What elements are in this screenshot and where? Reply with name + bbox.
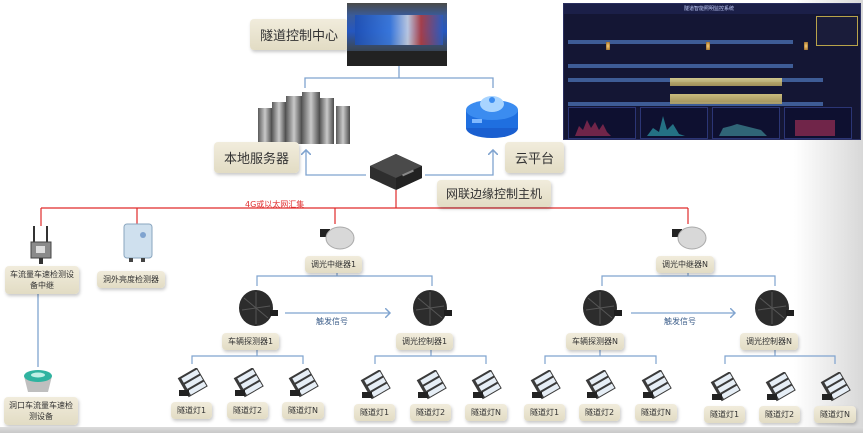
tunnel-light-label: 隧道灯1 — [171, 402, 213, 419]
dashboard-title: 隧道智能照明监控系统 — [683, 6, 734, 12]
control-center-photo — [347, 3, 447, 66]
tunnel-light-icon — [528, 369, 562, 408]
network-bus — [40, 190, 689, 226]
edge-to-cloud-line — [425, 150, 493, 176]
tunnel-light-icon — [639, 369, 673, 408]
tunnel-light-label: 隧道灯2 — [410, 404, 452, 421]
traffic-relay-label: 车流量车速检测设备中继 — [5, 266, 79, 294]
tunnel-light-icon — [231, 367, 265, 406]
ground-detector-icon — [24, 370, 52, 392]
tunnel-light-label: 隧道灯N — [814, 406, 856, 423]
dimming-controller-icon — [755, 290, 794, 326]
control-center-bracket — [304, 66, 494, 88]
tunnel-light-icon — [708, 371, 742, 410]
edge-host-icon — [370, 154, 422, 190]
server-rack-icon — [258, 92, 350, 144]
monitoring-dashboard-image: 隧道智能照明监控系统 — [563, 3, 861, 140]
light-sensor-box-icon — [123, 223, 153, 262]
tunnel-light-icon — [414, 369, 448, 408]
dimming-repeater-icon — [320, 226, 355, 250]
tunnel-light-icon — [286, 367, 320, 406]
trigger-signal-label: 触发信号 — [664, 317, 696, 326]
tunnel-light-label: 隧道灯N — [635, 404, 677, 421]
tunnel-light-icon — [469, 369, 503, 408]
tunnel-light-icon — [583, 369, 617, 408]
network-label: 4G或以太网汇集 — [245, 200, 305, 209]
tunnel-light-label: 隧道灯1 — [354, 404, 396, 421]
tunnel-light-label: 隧道灯N — [282, 402, 324, 419]
tunnel-light-label: 隧道灯2 — [579, 404, 621, 421]
vehicle-detector-n-label: 车辆探测器N — [566, 333, 624, 350]
repeater-n-label: 调光中继器N — [656, 256, 714, 273]
tunnel-light-label: 隧道灯1 — [704, 406, 746, 423]
vehicle-detector-1-label: 车辆探测器1 — [222, 333, 280, 350]
trigger-signal-label: 触发信号 — [316, 317, 348, 326]
dimming-controller-1-label: 调光控制器1 — [396, 333, 454, 350]
control-center-label: 隧道控制中心 — [250, 19, 349, 50]
repeater-1-label: 调光中继器1 — [305, 256, 363, 273]
tunnel-light-label: 隧道灯2 — [759, 406, 801, 423]
antenna-relay-icon — [30, 226, 52, 264]
tunnel-light-label: 隧道灯N — [465, 404, 507, 421]
dimming-repeater-icon — [672, 226, 707, 250]
local-server-label: 本地服务器 — [214, 142, 300, 173]
vehicle-detector-icon — [583, 290, 622, 326]
portal-traffic-detector-label: 洞口车流量车速检测设备 — [4, 397, 78, 425]
dimming-controller-n-label: 调光控制器N — [740, 333, 798, 350]
edge-host-label: 网联边缘控制主机 — [437, 180, 552, 207]
tunnel-light-icon — [358, 369, 392, 408]
cloud-platform-label: 云平台 — [505, 142, 565, 173]
outdoor-light-sensor-label: 洞外亮度检测器 — [97, 271, 165, 288]
edge-to-server-line — [306, 150, 366, 176]
tunnel-light-icon — [763, 371, 797, 410]
dimming-controller-icon — [413, 290, 452, 326]
cloud-platform-icon — [466, 96, 518, 138]
tunnel-light-icon — [818, 371, 852, 410]
tunnel-light-label: 隧道灯1 — [524, 404, 566, 421]
tunnel-light-icon — [175, 367, 209, 406]
bottom-edge — [0, 427, 863, 433]
tunnel-light-label: 隧道灯2 — [227, 402, 269, 419]
vehicle-detector-icon — [239, 290, 278, 326]
